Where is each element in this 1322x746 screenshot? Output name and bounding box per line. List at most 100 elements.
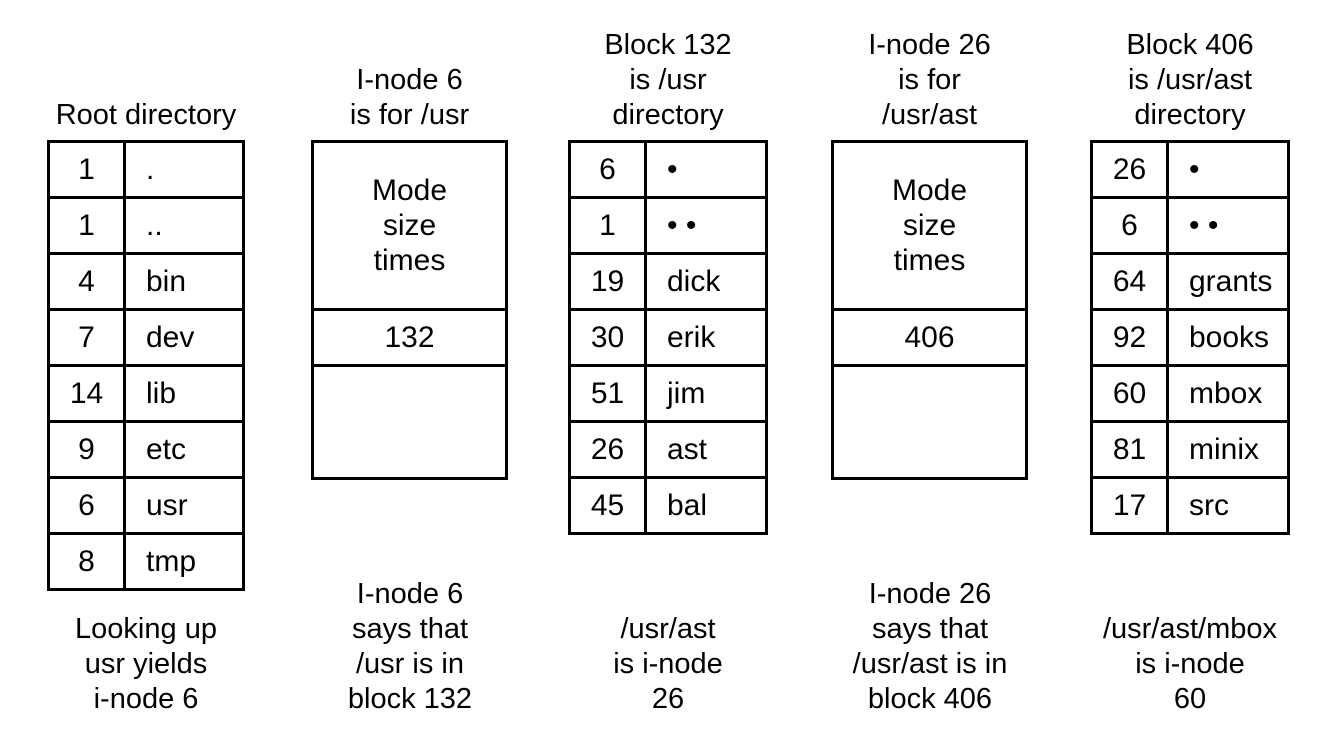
table-row: 26 • xyxy=(1093,143,1287,199)
table-row: 45 bal xyxy=(571,479,765,532)
caption-line: says that xyxy=(351,613,469,645)
inode-attributes: Mode size times xyxy=(314,143,505,311)
entry-name-cell: books xyxy=(1189,321,1270,354)
table-row: 14 lib xyxy=(50,367,242,423)
table-row: 7 dev xyxy=(50,311,242,367)
header-line: is /usr xyxy=(629,64,707,96)
inode-number-cell: 7 xyxy=(50,311,126,364)
table-row: 30 erik xyxy=(571,311,765,367)
caption-line: says that xyxy=(871,613,989,645)
table-row: 1 .. xyxy=(50,199,242,255)
block-132-caption: /usr/ast is i-node 26 xyxy=(548,612,788,717)
inode-number-cell: 26 xyxy=(1093,143,1169,196)
inode-number-cell: 92 xyxy=(1093,311,1169,364)
inode-number-cell: 64 xyxy=(1093,255,1169,308)
inode-number-cell: 6 xyxy=(50,479,126,532)
table-row: 17 src xyxy=(1093,479,1287,532)
inode-attribute-line: size xyxy=(902,209,957,242)
header-line: directory xyxy=(612,99,724,131)
inode-number-cell: 30 xyxy=(571,311,647,364)
table-row: 1 . xyxy=(50,143,242,199)
caption-line: /usr/ast/mbox xyxy=(1102,613,1278,645)
inode-number-cell: 8 xyxy=(50,535,126,588)
caption-line: 26 xyxy=(651,683,685,715)
inode-attribute-line: times xyxy=(373,244,446,277)
table-row: 1 • • xyxy=(571,199,765,255)
header-line: is /usr/ast xyxy=(1127,64,1253,96)
entry-name-cell: • • xyxy=(667,209,697,242)
inode-number-cell: 51 xyxy=(571,367,647,420)
inode-number-cell: 14 xyxy=(50,367,126,420)
header-line: is for /usr xyxy=(349,99,470,131)
header-line: directory xyxy=(1134,99,1246,131)
inode-number-cell: 6 xyxy=(1093,199,1169,252)
caption-line: i-node 6 xyxy=(93,683,199,715)
caption-line: is i-node xyxy=(613,648,723,680)
entry-name-cell: • • xyxy=(1189,209,1219,242)
table-row: 51 jim xyxy=(571,367,765,423)
inode-empty-area xyxy=(314,367,505,477)
inode-number-cell: 26 xyxy=(571,423,647,476)
inode-6-title: I-node 6 is for /usr xyxy=(311,63,508,133)
entry-name-cell: tmp xyxy=(146,545,197,578)
block-406-caption: /usr/ast/mbox is i-node 60 xyxy=(1070,612,1310,717)
entry-name-cell: ast xyxy=(667,433,708,466)
inode-number-cell: 6 xyxy=(571,143,647,196)
inode-number-cell: 1 xyxy=(571,199,647,252)
header-line: Root directory xyxy=(55,99,237,131)
inode-attribute-line: times xyxy=(893,244,966,277)
entry-name-cell: jim xyxy=(667,377,706,410)
caption-line: /usr/ast is in xyxy=(852,648,1008,680)
inode-6-box: Mode size times 132 xyxy=(311,140,508,480)
caption-line: /usr is in xyxy=(356,648,464,680)
entry-name-cell: bal xyxy=(667,489,708,522)
inode-number-cell: 45 xyxy=(571,479,647,532)
caption-line: I-node 6 xyxy=(356,578,464,610)
inode-number-cell: 81 xyxy=(1093,423,1169,476)
entry-name-cell: dick xyxy=(667,265,721,298)
caption-line: is i-node xyxy=(1135,648,1245,680)
block-132-title: Block 132 is /usr directory xyxy=(568,28,768,133)
caption-line: I-node 26 xyxy=(868,578,992,610)
block-406-title: Block 406 is /usr/ast directory xyxy=(1090,28,1290,133)
inode-number-cell: 4 xyxy=(50,255,126,308)
inode-26-title: I-node 26 is for /usr/ast xyxy=(831,28,1028,133)
inode-attribute-line: Mode xyxy=(371,174,448,207)
table-row: 9 etc xyxy=(50,423,242,479)
block-132-table: 6 • 1 • • 19 dick 30 erik 51 jim 26 ast … xyxy=(568,140,768,535)
root-directory-caption: Looking up usr yields i-node 6 xyxy=(26,612,266,717)
caption-line: 60 xyxy=(1173,683,1207,715)
inode-attribute-line: size xyxy=(382,209,437,242)
header-line: /usr/ast xyxy=(881,99,978,131)
table-row: 19 dick xyxy=(571,255,765,311)
inode-number-cell: 1 xyxy=(50,199,126,252)
entry-name-cell: minix xyxy=(1189,433,1260,466)
entry-name-cell: erik xyxy=(667,321,716,354)
table-row: 6 • • xyxy=(1093,199,1287,255)
inode-block-pointer: 132 xyxy=(314,311,505,367)
table-row: 64 grants xyxy=(1093,255,1287,311)
header-line: I-node 26 xyxy=(868,29,991,61)
table-row: 6 • xyxy=(571,143,765,199)
entry-name-cell: • xyxy=(667,153,678,186)
entry-name-cell: bin xyxy=(146,265,187,298)
entry-name-cell: lib xyxy=(146,377,177,410)
table-row: 6 usr xyxy=(50,479,242,535)
block-406-table: 26 • 6 • • 64 grants 92 books 60 mbox 81… xyxy=(1090,140,1290,535)
entry-name-cell: . xyxy=(146,153,155,186)
table-row: 8 tmp xyxy=(50,535,242,588)
entry-name-cell: src xyxy=(1189,489,1229,522)
inode-6-caption: I-node 6 says that /usr is in block 132 xyxy=(290,577,530,717)
entry-name-cell: • xyxy=(1189,153,1200,186)
entry-name-cell: dev xyxy=(146,321,195,354)
entry-name-cell: .. xyxy=(146,209,163,242)
inode-attributes: Mode size times xyxy=(834,143,1025,311)
header-line: Block 132 xyxy=(604,29,732,61)
table-row: 26 ast xyxy=(571,423,765,479)
caption-line: /usr/ast xyxy=(620,613,716,645)
caption-line: block 406 xyxy=(867,683,993,715)
inode-number-cell: 9 xyxy=(50,423,126,476)
inode-number-cell: 19 xyxy=(571,255,647,308)
header-line: is for xyxy=(898,64,961,96)
